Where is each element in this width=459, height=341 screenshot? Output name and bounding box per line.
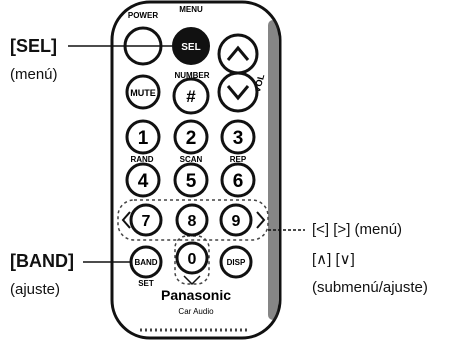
band-button-label: BAND [134, 258, 157, 267]
disp-button-label: DISP [227, 258, 246, 267]
nav-region-outline [117, 199, 269, 241]
mute-button[interactable] [125, 74, 161, 110]
brand-logo: Panasonic [161, 287, 231, 303]
sel-button-label: SEL [181, 42, 200, 53]
nav-callout-line1: [<] [>] (menú) [312, 221, 403, 238]
sel-callout-label: [SEL] [10, 36, 57, 56]
num0-label: 0 [188, 251, 197, 268]
num2-button[interactable] [173, 119, 209, 155]
num3-label: 3 [233, 128, 244, 149]
num5-button[interactable] [173, 162, 209, 198]
remote-shadow-edge [268, 20, 278, 320]
num9-label: 9 [232, 213, 241, 230]
power-label: POWER [128, 11, 158, 20]
num0-button[interactable] [175, 241, 209, 275]
chevron-down-icon [226, 85, 250, 101]
num8-label: 8 [188, 213, 197, 230]
band-callout-sub: (ajuste) [10, 281, 61, 298]
chevron-up-icon [226, 45, 250, 61]
rand-label: RAND [130, 155, 153, 164]
brand-subtitle: Car Audio [178, 307, 214, 316]
num4-label: 4 [138, 171, 149, 192]
sel-button[interactable] [172, 27, 210, 65]
num9-button[interactable] [219, 203, 253, 237]
num2-label: 2 [186, 128, 197, 149]
num4-button[interactable] [125, 162, 161, 198]
band-callout-label: [BAND] [10, 251, 74, 271]
sel-callout-sub: (menú) [10, 66, 58, 83]
chevron-left-icon [121, 211, 131, 229]
disp-button[interactable] [219, 245, 253, 279]
num6-label: 6 [233, 171, 244, 192]
num5-label: 5 [186, 171, 197, 192]
chevron-down-small-icon [183, 275, 201, 286]
chevron-right-icon [256, 211, 266, 229]
scan-label: SCAN [180, 155, 203, 164]
num8-button[interactable] [175, 203, 209, 237]
num1-button[interactable] [125, 119, 161, 155]
number-button[interactable] [172, 77, 210, 115]
num6-button[interactable] [220, 162, 256, 198]
set-label: SET [138, 279, 154, 288]
nav-callout-line2: [∧] [∨] [312, 251, 355, 268]
rep-label: REP [230, 155, 247, 164]
num1-label: 1 [138, 128, 149, 149]
mute-button-label: MUTE [130, 88, 156, 98]
nav-callout-line3: (submenú/ajuste) [312, 279, 428, 296]
vol-up-button[interactable] [217, 33, 259, 75]
num7-button[interactable] [129, 203, 163, 237]
vol-down-button[interactable] [217, 71, 259, 113]
num7-label: 7 [142, 213, 151, 230]
number-label: NUMBER [174, 71, 209, 80]
number-button-label: # [186, 87, 196, 106]
menu-label: MENU [179, 5, 203, 14]
num3-button[interactable] [220, 119, 256, 155]
